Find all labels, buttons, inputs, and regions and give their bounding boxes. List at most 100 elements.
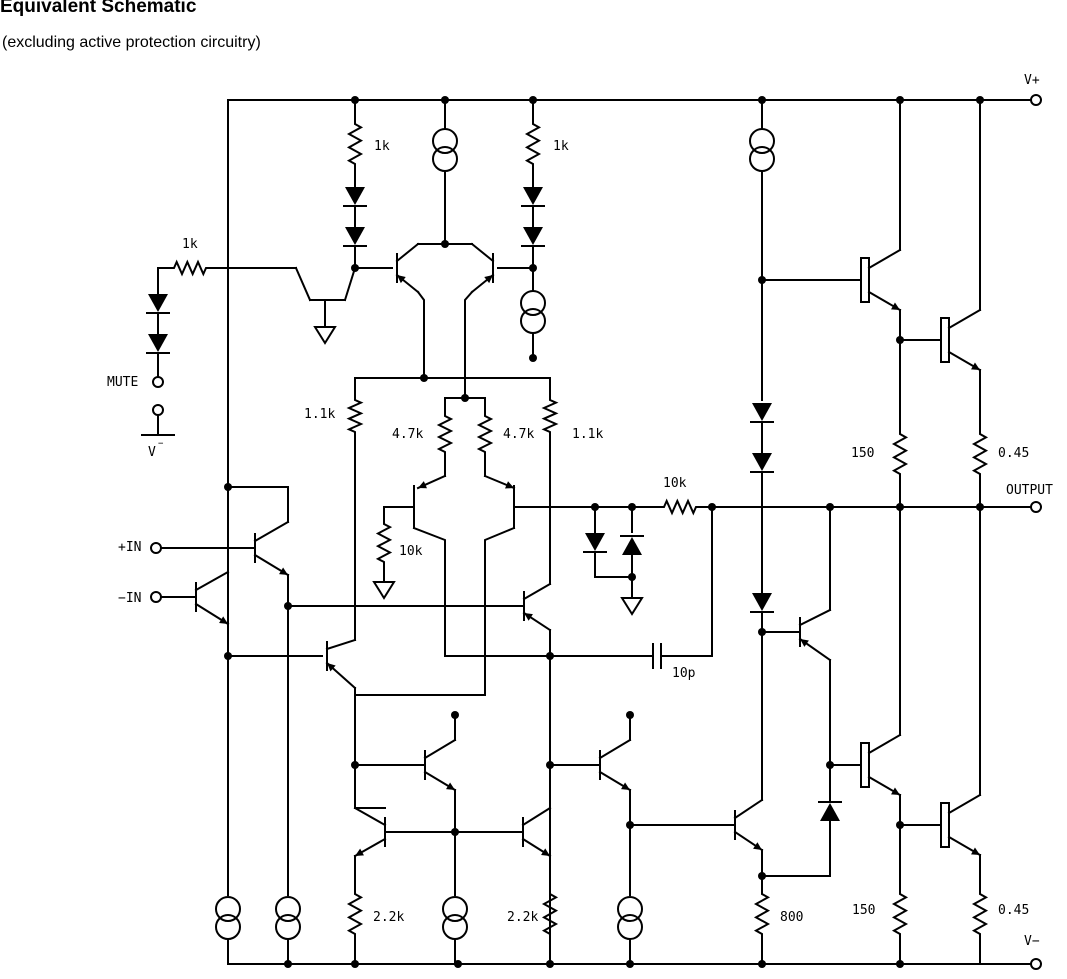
r-left11-label: 1.1k bbox=[304, 407, 335, 422]
ground-symbol bbox=[313, 326, 337, 345]
wire bbox=[594, 551, 633, 578]
junction-dot bbox=[758, 276, 766, 284]
emitter-arrow bbox=[505, 481, 514, 489]
junction-dot bbox=[591, 503, 599, 511]
junction-dot bbox=[451, 711, 459, 719]
mute-terminal bbox=[152, 376, 164, 388]
emitter-arrow bbox=[971, 362, 980, 370]
wire bbox=[761, 821, 831, 877]
current-source-ring bbox=[275, 914, 301, 940]
junction-dot bbox=[708, 503, 716, 511]
r-22a-label: 2.2k bbox=[373, 910, 404, 925]
wire bbox=[661, 506, 713, 657]
r-150b-label: 150 bbox=[852, 903, 875, 918]
junction-dot bbox=[896, 503, 904, 511]
vminus-label: V− bbox=[1024, 934, 1040, 949]
current-source bbox=[215, 896, 241, 922]
current-source bbox=[617, 896, 643, 922]
emitter-arrow bbox=[446, 782, 455, 790]
junction-dot bbox=[451, 828, 459, 836]
current-source bbox=[520, 290, 546, 316]
junction-dot bbox=[284, 960, 292, 968]
emitter-arrow bbox=[753, 842, 762, 850]
resistor bbox=[346, 889, 364, 939]
junction-dot bbox=[351, 960, 359, 968]
resistor bbox=[891, 889, 909, 939]
vplus-label: V+ bbox=[1024, 73, 1040, 88]
wire bbox=[343, 266, 357, 302]
collector-lead bbox=[733, 798, 764, 820]
power-transistor bbox=[860, 742, 870, 788]
current-source-ring bbox=[617, 914, 643, 940]
junction-dot bbox=[351, 264, 359, 272]
output-label: OUTPUT bbox=[1006, 483, 1053, 498]
power-transistor bbox=[940, 317, 950, 363]
diode bbox=[752, 403, 772, 421]
diode bbox=[523, 187, 543, 205]
wire bbox=[354, 687, 486, 696]
wire bbox=[412, 526, 446, 657]
r-22b-label: 2.2k bbox=[507, 910, 538, 925]
collector-lead bbox=[947, 308, 982, 330]
r-mute-label: 1k bbox=[182, 237, 198, 252]
junction-dot bbox=[758, 96, 766, 104]
resistor bbox=[753, 889, 771, 939]
schematic-subtitle: (excluding active protection circuitry) bbox=[2, 34, 261, 51]
wire bbox=[294, 266, 312, 302]
r-10k-gnd-label: 10k bbox=[399, 544, 423, 559]
vminus-terminal bbox=[1030, 958, 1042, 970]
in-neg-terminal bbox=[150, 591, 162, 603]
wire bbox=[227, 486, 289, 523]
current-source-ring bbox=[749, 146, 775, 172]
collector-lead bbox=[395, 242, 420, 263]
collector-lead bbox=[423, 738, 457, 760]
power-transistor bbox=[860, 257, 870, 303]
junction-dot bbox=[441, 96, 449, 104]
diode bbox=[148, 334, 168, 352]
collector-lead bbox=[867, 733, 902, 755]
mute-v-label: V bbox=[148, 445, 156, 460]
emitter-arrow bbox=[484, 275, 493, 284]
resistor bbox=[436, 411, 454, 457]
current-source bbox=[432, 128, 458, 154]
r-top1-label: 1k bbox=[374, 139, 390, 154]
power-transistor bbox=[940, 802, 950, 848]
junction-dot bbox=[546, 960, 554, 968]
r-045a-label: 0.45 bbox=[998, 446, 1029, 461]
wire bbox=[383, 506, 415, 521]
resistor bbox=[891, 429, 909, 479]
diode bbox=[820, 803, 840, 821]
diode bbox=[345, 187, 365, 205]
resistor bbox=[971, 429, 989, 479]
emitter-arrow bbox=[219, 616, 228, 624]
junction-dot bbox=[224, 652, 232, 660]
junction-dot bbox=[896, 96, 904, 104]
collector-lead bbox=[947, 793, 982, 815]
schematic-title: Equivalent Schematic bbox=[0, 0, 197, 17]
in-neg-label: −IN bbox=[118, 591, 141, 606]
emitter-arrow bbox=[524, 613, 533, 621]
resistor bbox=[659, 498, 701, 516]
resistor bbox=[541, 889, 559, 939]
r-045b-label: 0.45 bbox=[998, 903, 1029, 918]
wire bbox=[464, 290, 474, 399]
r-800-label: 800 bbox=[780, 910, 803, 925]
junction-dot bbox=[628, 503, 636, 511]
c-10p-label: 10p bbox=[672, 666, 696, 681]
resistor bbox=[476, 411, 494, 457]
collector-lead bbox=[253, 520, 290, 543]
junction-dot bbox=[826, 761, 834, 769]
current-source bbox=[275, 896, 301, 922]
junction-dot bbox=[826, 503, 834, 511]
junction-dot bbox=[896, 821, 904, 829]
emitter-arrow bbox=[279, 567, 288, 575]
diode bbox=[585, 533, 605, 551]
ground-symbol bbox=[372, 581, 396, 600]
emitter-arrow bbox=[891, 302, 900, 310]
emitter-arrow bbox=[355, 848, 364, 856]
r-top2-label: 1k bbox=[553, 139, 569, 154]
junction-dot bbox=[529, 354, 537, 362]
r-right11-label: 1.1k bbox=[572, 427, 603, 442]
diode bbox=[752, 593, 772, 611]
junction-dot bbox=[758, 628, 766, 636]
